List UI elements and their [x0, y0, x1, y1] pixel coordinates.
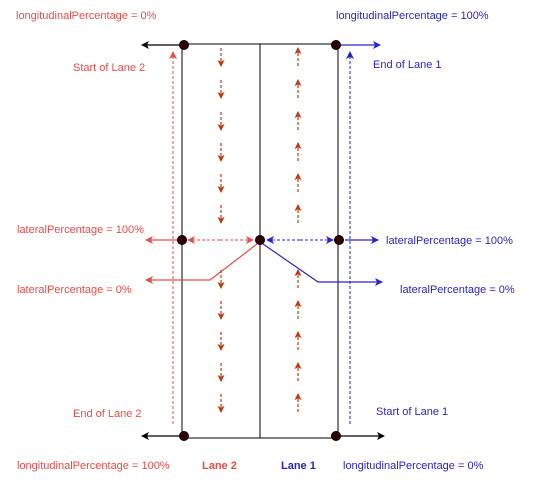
point-bottom-left [179, 431, 189, 441]
label-long-pct-0-top: longitudinalPercentage = 0% [16, 10, 157, 22]
point-mid-center [255, 235, 265, 245]
label-long-pct-0-bottom: longitudinalPercentage = 0% [343, 460, 484, 472]
lat0-left-pointer [145, 243, 258, 284]
label-lane2: Lane 2 [202, 460, 237, 472]
label-lat-pct-0-right: lateralPercentage = 0% [400, 284, 515, 296]
label-lane1: Lane 1 [281, 460, 316, 472]
label-start-lane1: Start of Lane 1 [376, 406, 448, 418]
label-end-lane1: End of Lane 1 [373, 59, 442, 71]
reference-points [177, 40, 344, 441]
label-start-lane2: Start of Lane 2 [73, 62, 145, 74]
label-lat-pct-0-left: lateralPercentage = 0% [17, 284, 132, 296]
point-top-left [179, 40, 189, 50]
point-bottom-right [331, 431, 341, 441]
label-long-pct-100-top: longitudinalPercentage = 100% [336, 10, 489, 22]
lat0-right-pointer [262, 243, 383, 286]
label-lat-pct-100-right: lateralPercentage = 100% [386, 235, 513, 247]
label-long-pct-100-bottom: longitudinalPercentage = 100% [17, 460, 170, 472]
point-mid-left [177, 235, 187, 245]
label-lat-pct-100-left: lateralPercentage = 100% [17, 224, 144, 236]
label-end-lane2: End of Lane 2 [73, 408, 142, 420]
point-mid-right [334, 235, 344, 245]
corner-arrows [141, 41, 385, 440]
point-top-right [331, 40, 341, 50]
